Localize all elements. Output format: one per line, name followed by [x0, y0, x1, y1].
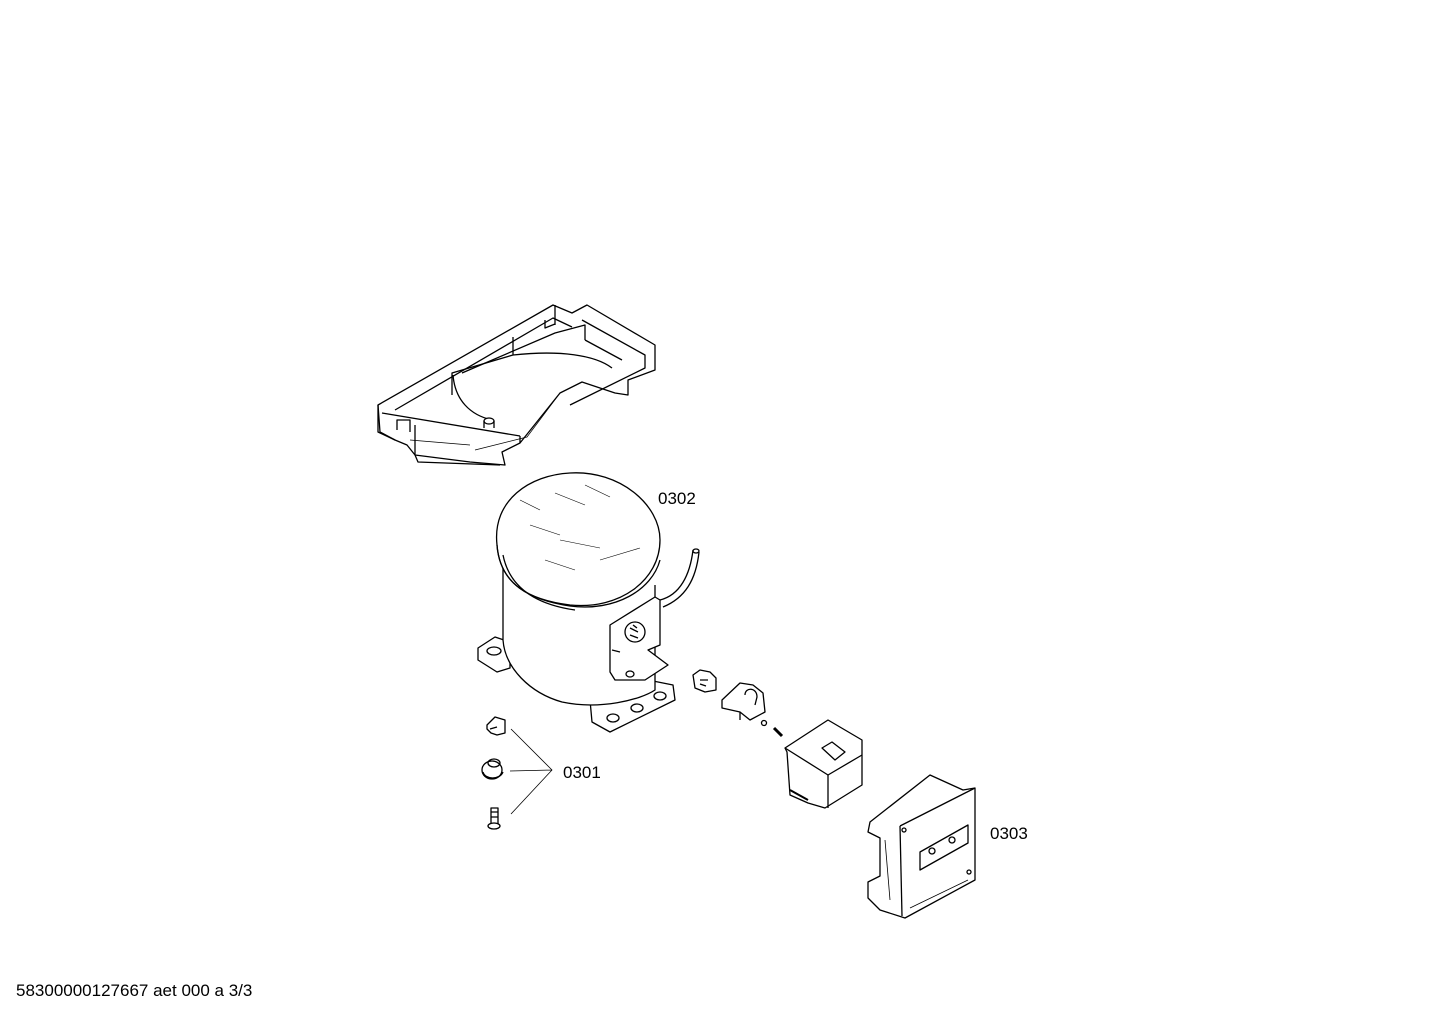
part-label-hardware: 0301 — [563, 763, 601, 782]
electronic-module-part — [867, 774, 976, 919]
part-label-module: 0303 — [990, 824, 1028, 843]
compressor-part — [477, 472, 700, 733]
part-label-compressor: 0302 — [658, 489, 696, 508]
drip-tray-part — [377, 304, 656, 466]
starter-relay-part — [692, 669, 784, 738]
mounting-hardware-part — [481, 716, 553, 830]
document-id: 58300000127667 aet 000 a 3/3 — [16, 981, 253, 1000]
relay-cover-part — [784, 719, 863, 809]
